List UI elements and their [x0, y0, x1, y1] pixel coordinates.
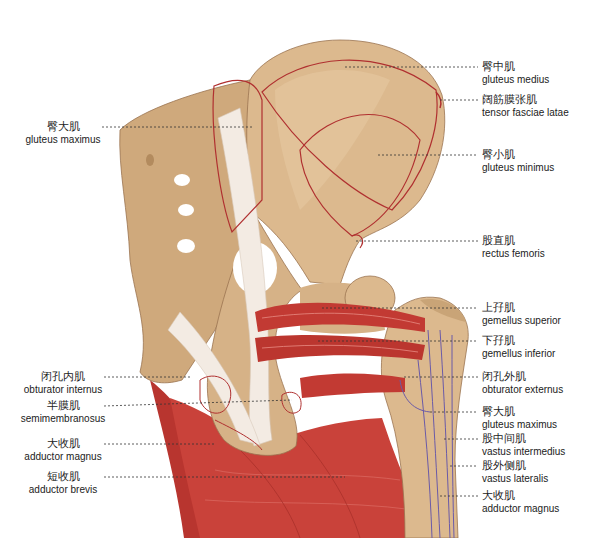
muscle-name-en: vastus intermedius	[482, 445, 565, 458]
muscle-name-en: gluteus maximus	[482, 418, 557, 431]
muscle-name-zh: 闭孔外肌	[482, 370, 526, 383]
muscle-name-en: obturator externus	[482, 383, 563, 396]
muscle-name-zh: 短收肌	[47, 470, 80, 483]
muscle-name-en: adductor magnus	[482, 502, 559, 515]
muscle-name-en: tensor fasciae latae	[482, 106, 569, 119]
muscle-name-en: gemellus inferior	[482, 347, 555, 360]
muscle-name-en: gluteus minimus	[482, 161, 554, 174]
muscle-name-en: vastus lateralis	[482, 472, 548, 485]
muscle-name-zh: 臀大肌	[47, 120, 80, 133]
muscle-name-zh: 股外侧肌	[482, 459, 526, 472]
muscle-name-en: adductor brevis	[29, 483, 97, 496]
muscle-name-en: rectus femoris	[482, 247, 545, 260]
muscle-name-zh: 半膜肌	[47, 399, 80, 412]
muscle-name-zh: 下孖肌	[482, 334, 515, 347]
muscle-name-en: gluteus maximus	[25, 133, 100, 146]
muscle-name-zh: 股直肌	[482, 234, 515, 247]
muscle-name-en: semimembranosus	[21, 412, 105, 425]
muscle-name-en: obturator internus	[24, 383, 102, 396]
muscle-name-en: gemellus superior	[482, 314, 561, 327]
muscle-name-zh: 阔筋膜张肌	[482, 93, 537, 106]
muscle-name-zh: 闭孔内肌	[41, 370, 85, 383]
muscle-name-zh: 股中间肌	[482, 432, 526, 445]
muscle-name-zh: 大收肌	[482, 489, 515, 502]
muscle-name-zh: 大收肌	[47, 437, 80, 450]
muscle-name-zh: 臀大肌	[482, 405, 515, 418]
muscle-name-zh: 臀小肌	[482, 148, 515, 161]
muscle-name-zh: 臀中肌	[482, 60, 515, 73]
muscle-name-en: adductor magnus	[24, 450, 101, 463]
muscle-name-zh: 上孖肌	[482, 301, 515, 314]
muscle-name-en: gluteus medius	[482, 73, 549, 86]
